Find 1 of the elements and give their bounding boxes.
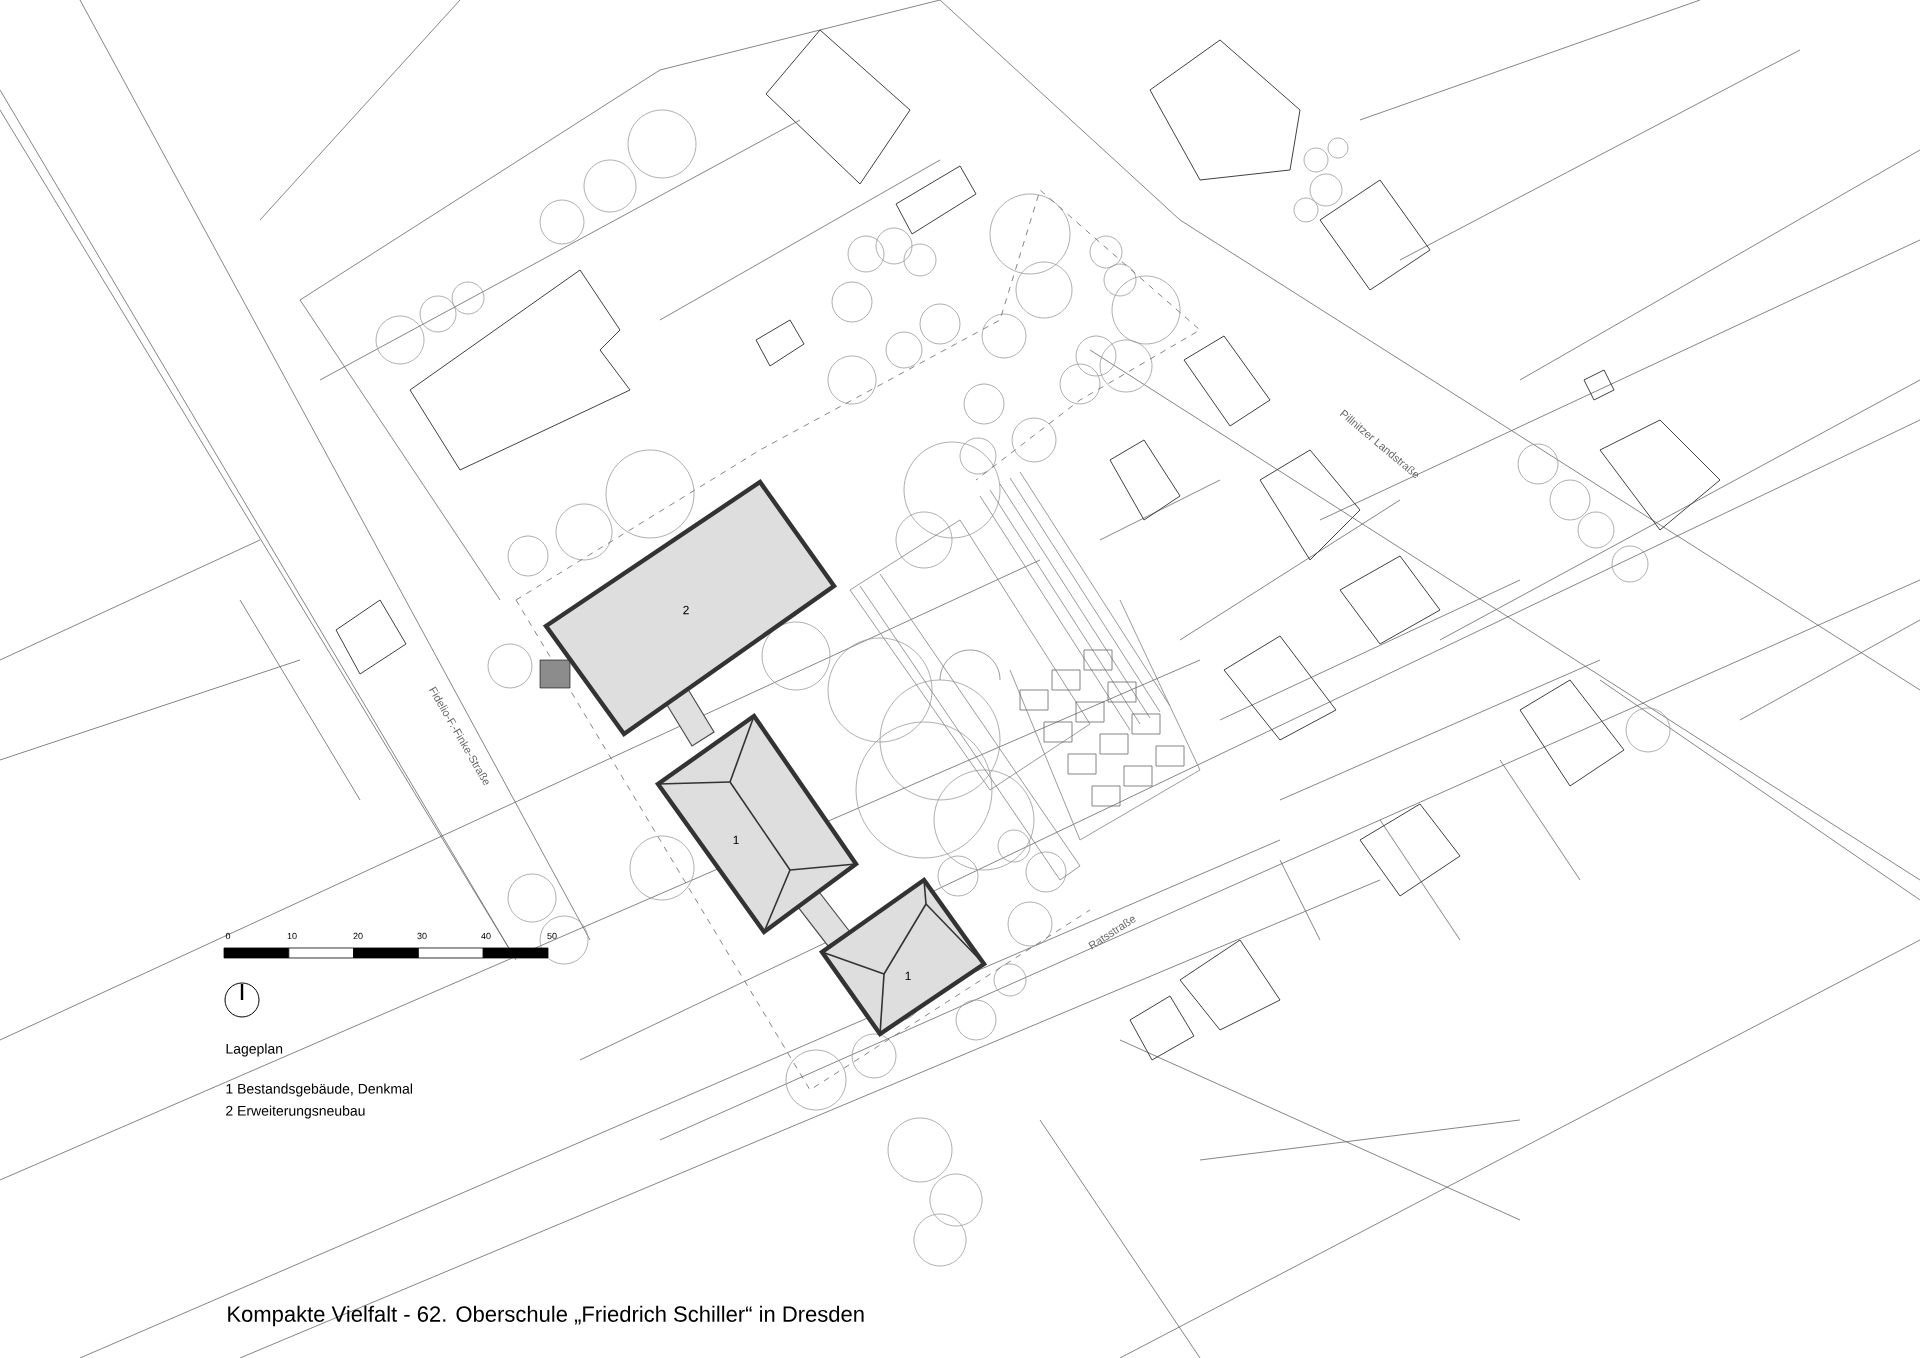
title: Kompakte Vielfalt - 62. Oberschule „Friedrich Schiller“ in Dresden	[228, 1305, 864, 1327]
